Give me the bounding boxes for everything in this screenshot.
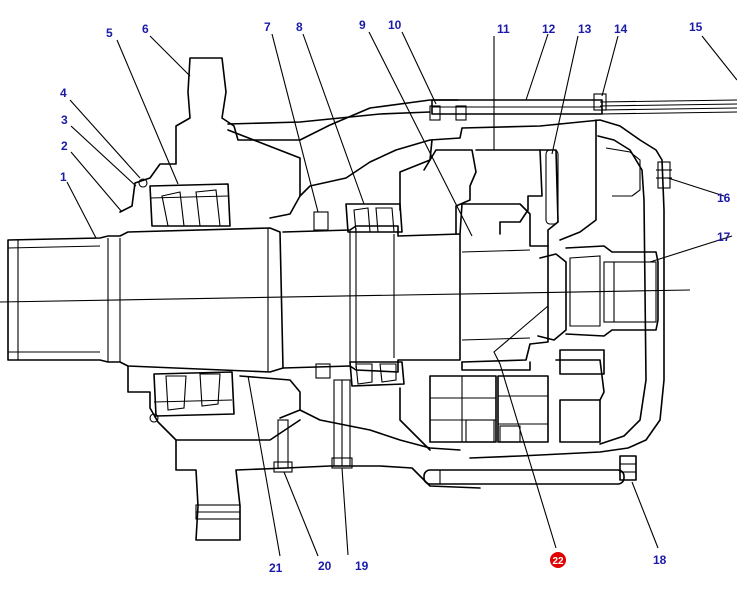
callout-16: 16	[717, 191, 731, 205]
callout-19: 19	[355, 559, 369, 573]
planetary-carrier	[459, 203, 659, 363]
callout-15: 15	[689, 20, 703, 34]
drain-plug-19	[331, 379, 353, 469]
callout-6: 6	[142, 22, 149, 36]
oil-gauge-tube	[599, 99, 737, 115]
callout-10: 10	[388, 18, 402, 32]
lower-seal-ring	[149, 413, 159, 423]
long-tie-bolt	[423, 455, 637, 485]
lock-nut-lower	[315, 363, 331, 379]
seal-ring	[138, 178, 148, 188]
callout-9: 9	[359, 18, 366, 32]
callout-4: 4	[60, 86, 67, 100]
callout-13: 13	[578, 22, 592, 36]
callout-22: 22	[552, 556, 564, 567]
center-axis-line	[0, 289, 691, 303]
callout-labels: 1 2 3 4 5 6 7 8 9 10 11 12 13 14 15 16 1…	[60, 18, 731, 575]
callout-11: 11	[497, 22, 510, 36]
callout-18: 18	[653, 553, 667, 567]
callout-3: 3	[61, 113, 68, 127]
callout-17: 17	[717, 230, 731, 244]
callout-7: 7	[264, 20, 271, 34]
intermediate-shaft	[282, 225, 461, 373]
right-roller-bearing-top	[345, 203, 403, 233]
callout-12: 12	[542, 22, 556, 36]
callout-8: 8	[296, 20, 303, 34]
drain-plug-20	[273, 419, 293, 473]
center-housing	[299, 119, 665, 459]
left-roller-bearing-bottom	[153, 371, 235, 417]
lock-nut	[313, 211, 329, 231]
bearing-carrier-housing	[119, 57, 481, 541]
leader-lines	[66, 31, 737, 557]
right-roller-bearing-bottom	[349, 361, 405, 387]
callout-1: 1	[60, 170, 67, 184]
left-roller-bearing-top	[149, 183, 231, 227]
ring-gear	[429, 93, 607, 121]
callout-21: 21	[269, 561, 283, 575]
cover-bolt	[656, 161, 672, 189]
highlight-marker	[550, 552, 566, 568]
callout-2: 2	[61, 139, 68, 153]
planet-gears	[429, 349, 605, 443]
callout-14: 14	[614, 22, 628, 36]
callout-20: 20	[318, 559, 332, 573]
callout-5: 5	[106, 26, 113, 40]
